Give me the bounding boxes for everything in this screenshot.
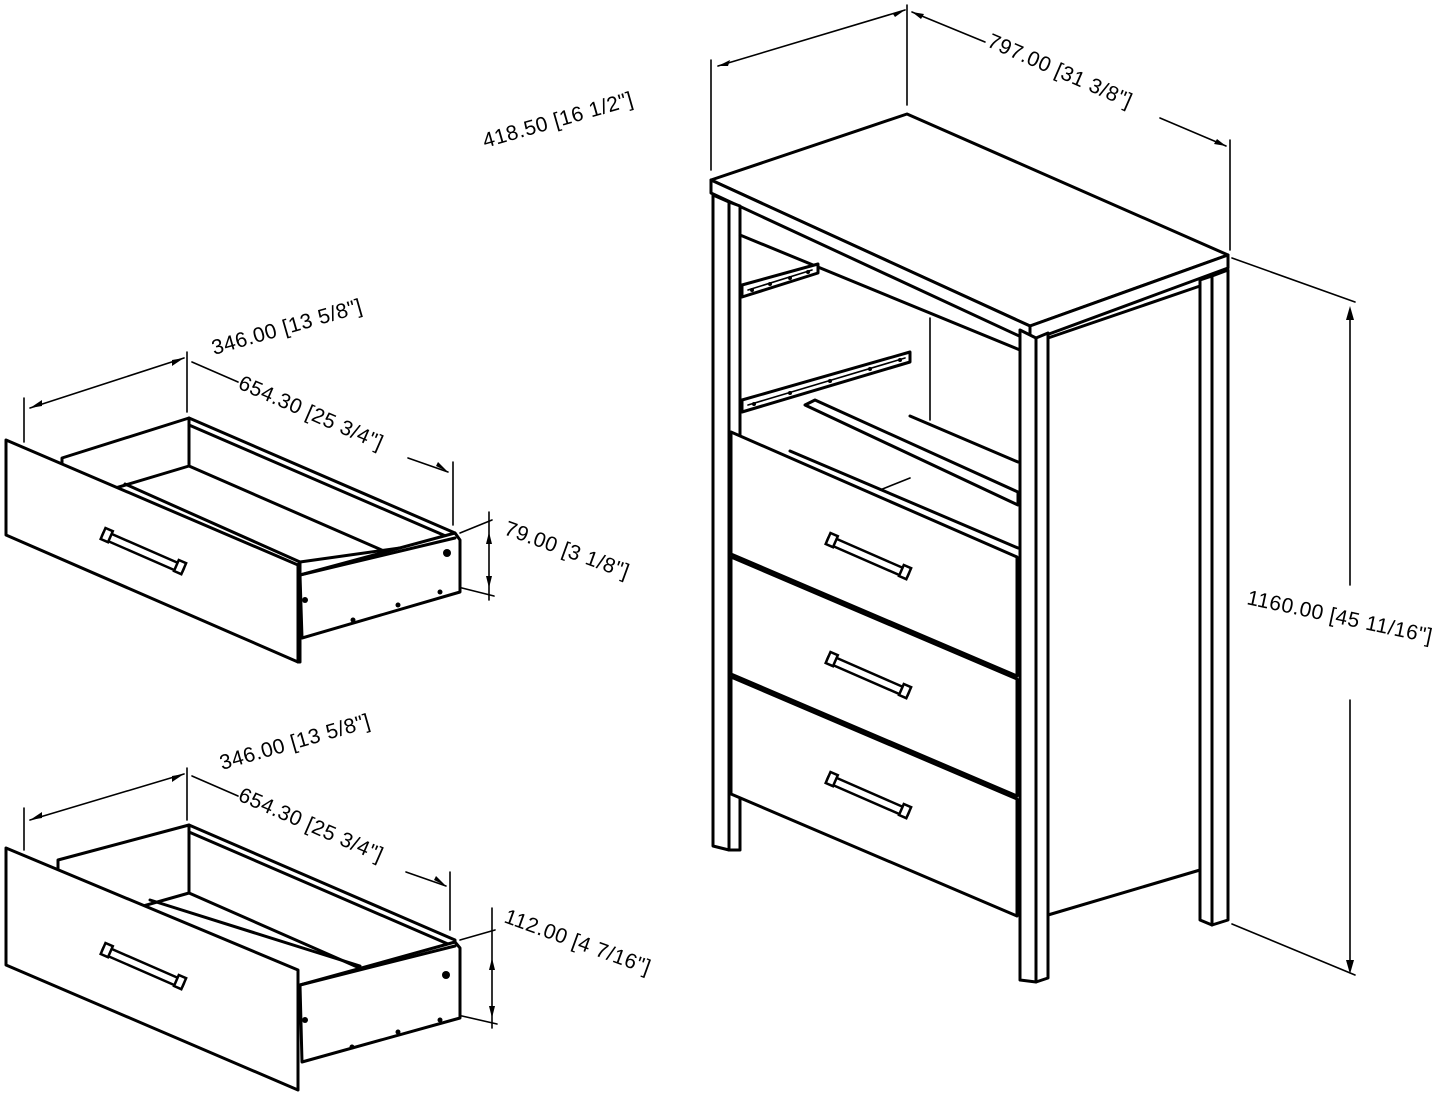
leg-back-right-side [1210,268,1230,927]
drawer-small-width-label: 346.00 [13 5/8"] [209,295,365,360]
drawer-slide-lower [740,350,912,414]
leg-front-right-side [1034,331,1050,984]
chest-width-label: 797.00 [31 3/8"] [984,30,1136,113]
drawer-small-dimension-lines [23,351,495,601]
drawer-large-width-label: 346.00 [13 5/8"] [217,710,373,775]
drawer-front-1 [729,430,1019,678]
chest-height-label: 1160.00 [45 11/16"] [1245,586,1435,648]
drawer-large-handle [99,941,188,991]
drawer-slide-upper [740,262,820,299]
drawer-small-rear [298,531,462,640]
leg-front-left [711,193,731,852]
drawer-front-2 [729,555,1019,798]
drawer-front-3 [729,675,1019,918]
drawer-large: 346.00 [13 5/8"] 654.30 [25 3/4"] 112.00… [4,710,654,1092]
chest-of-drawers: 418.50 [16 1/2"] 797.00 [31 3/8"] 1160.0… [480,4,1435,984]
leg-front-right [1018,328,1038,984]
chest-side-panel [1046,284,1202,917]
drawer-small-height-label: 79.00 [3 1/8"] [501,517,632,583]
chest-depth-label: 418.50 [16 1/2"] [480,88,636,153]
chest-dimension-lines [710,4,1356,976]
leg-back-right [1198,274,1214,927]
drawer-small-depth-label: 654.30 [25 3/4"] [235,372,387,455]
open-drawer-in-chest [788,398,1020,550]
drawer-large-height-label: 112.00 [4 7/16"] [501,905,654,979]
drawer-small: 346.00 [13 5/8"] 654.30 [25 3/4"] 79.00 … [4,295,632,664]
upper-rail [738,233,1022,352]
drawer-large-dimension-lines [23,767,498,1029]
drawer-large-rear [298,940,462,1064]
drawer-small-handle [99,526,188,576]
